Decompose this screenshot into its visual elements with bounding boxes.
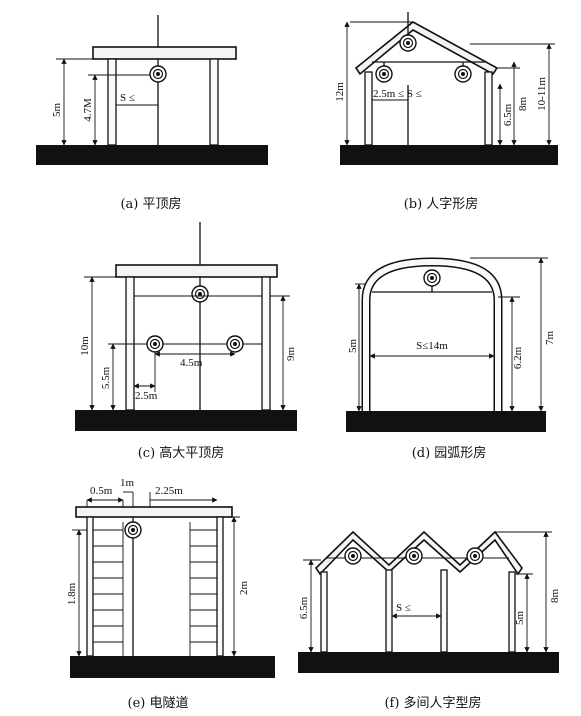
dim-label: 1.8m <box>66 582 78 605</box>
dim-label: 2.5m <box>135 390 158 402</box>
lamp-icon <box>344 547 362 565</box>
dim-label: S ≤ <box>120 92 135 104</box>
wall-left <box>86 516 94 657</box>
lamp-icon <box>466 547 484 565</box>
panel-c: 10m 5.5m 9m 4.5m 2.5m (c) 高大平顶房 <box>75 222 297 461</box>
dim-label: 5m <box>514 611 526 626</box>
column-left <box>125 276 135 411</box>
dim-label: 2.25m <box>155 485 183 497</box>
panel-a: 5m 4.7M S ≤ (a) 平顶房 <box>36 15 268 212</box>
gable-roof <box>354 21 499 76</box>
lamp-icon <box>375 65 393 83</box>
cable-rack-right <box>189 522 217 656</box>
caption: (a) 平顶房 <box>120 196 181 212</box>
column-left <box>107 58 117 146</box>
dim-label: 10-11m <box>536 77 548 111</box>
dim-label: S ≤ <box>396 602 411 614</box>
panel-e: 0.5m 1m 2.25m 1.8m 2m (e) 电隧道 <box>66 477 275 711</box>
dim-label: 9m <box>285 347 297 362</box>
column-right <box>209 58 219 146</box>
ground <box>70 656 275 678</box>
dim-label: 0.5m <box>90 485 113 497</box>
column-right <box>261 276 271 411</box>
dim-label: 4.5m <box>180 357 203 369</box>
lamp-icon <box>399 34 417 52</box>
ground <box>298 652 559 673</box>
column <box>508 571 516 653</box>
caption: (b) 人字形房 <box>404 196 479 212</box>
dim-label: 4.7M <box>82 98 94 122</box>
caption: (e) 电隧道 <box>128 695 189 711</box>
lamp-icon <box>124 521 142 539</box>
caption: (d) 园弧形房 <box>412 445 487 461</box>
dim-label: 6.2m <box>512 346 524 369</box>
caption: (c) 高大平顶房 <box>138 445 225 461</box>
dim-label: 10m <box>79 336 91 356</box>
dim-label: 6.5m <box>298 596 310 619</box>
dim-label: 2.5m ≤ S ≤ <box>373 88 422 100</box>
dim-label: 5m <box>51 103 63 118</box>
caption: (f) 多间人字型房 <box>384 695 481 711</box>
dim-label: 1m <box>120 477 135 489</box>
dim-label: 12m <box>334 82 346 102</box>
ground <box>75 410 297 431</box>
panel-b: 12m 2.5m ≤ S ≤ 6.5m 8m 10-11m (b) 人字形房 <box>334 12 558 212</box>
lamp-icon <box>191 285 209 303</box>
ground <box>340 145 558 165</box>
lamp-icon <box>149 65 167 83</box>
panel-f: 6.5m S ≤ 5m 8m (f) 多间人字型房 <box>298 530 561 711</box>
dim-label: 5.5m <box>100 366 112 389</box>
dim-label: S≤14m <box>416 340 448 352</box>
dim-label: 8m <box>549 589 561 604</box>
dim-label: 5m <box>347 339 359 354</box>
dim-label: 6.5m <box>502 103 514 126</box>
column-right <box>484 71 493 146</box>
lamp-icon <box>423 269 441 287</box>
lamp-icon <box>405 547 423 565</box>
ground <box>346 411 546 432</box>
column <box>440 569 448 653</box>
cable-rack-left <box>93 522 124 656</box>
tunnel-ceiling <box>75 506 233 518</box>
column <box>320 571 328 653</box>
lamp-icon <box>226 335 244 353</box>
roof <box>115 264 278 278</box>
roof <box>92 46 237 60</box>
dim-label: 8m <box>517 97 529 112</box>
lamp-icon <box>146 335 164 353</box>
panel-d: 5m S≤14m 6.2m 7m (d) 园弧形房 <box>346 257 556 461</box>
dim-label: 2m <box>238 581 250 596</box>
dim-label: 7m <box>544 331 556 346</box>
lamp-icon <box>454 65 472 83</box>
ground <box>36 145 268 165</box>
column-left <box>364 71 373 146</box>
wall-right <box>216 516 224 657</box>
column <box>385 569 393 653</box>
